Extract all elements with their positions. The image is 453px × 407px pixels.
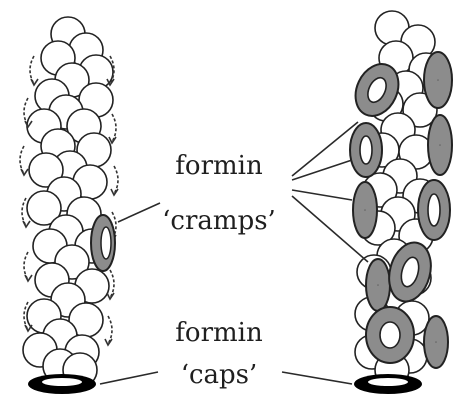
formin-ring — [366, 259, 390, 311]
cap-hole — [42, 378, 82, 386]
formin-ring — [424, 316, 448, 368]
arrow-head — [23, 221, 30, 227]
cap-hole — [368, 378, 408, 386]
formin-ring-hole — [428, 194, 440, 226]
arrow-head — [25, 325, 32, 331]
formin-ring-hole — [101, 227, 111, 259]
leader-line — [292, 160, 352, 180]
leader-line — [292, 190, 352, 200]
leader-line — [282, 372, 352, 384]
formin-ring — [350, 123, 382, 177]
left-formin-cramp — [91, 215, 115, 271]
label-caps-line1: formin — [175, 320, 262, 346]
formin-ring — [428, 115, 452, 175]
leader-line — [118, 203, 160, 222]
label-caps-line2: ‘caps’ — [181, 362, 258, 388]
arrow-head — [31, 79, 38, 85]
leader-line — [100, 372, 158, 384]
arrow-head — [21, 169, 28, 175]
formin-ring — [424, 52, 452, 108]
formin-ring — [353, 182, 377, 238]
formin-ring-hole — [360, 136, 372, 164]
arrow-head — [25, 275, 32, 281]
label-cramps-line1: formin — [175, 153, 262, 179]
formin-ring — [418, 180, 450, 240]
label-cramps-line2: ‘cramps’ — [162, 208, 276, 234]
formin-ring — [366, 307, 414, 363]
left-actin-filament — [23, 17, 113, 387]
leader-line — [292, 122, 358, 176]
formin-ring-hole — [380, 322, 400, 348]
